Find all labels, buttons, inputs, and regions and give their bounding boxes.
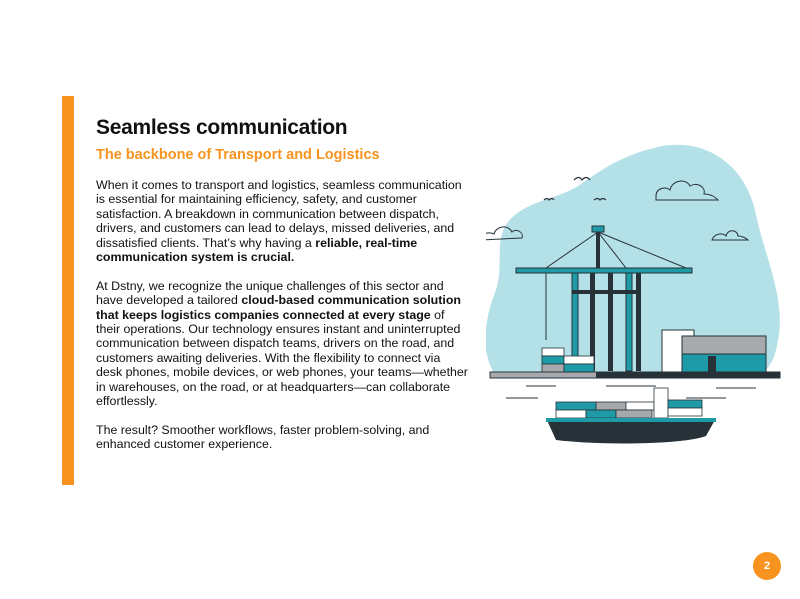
body-text: When it comes to transport and logistics…: [96, 178, 468, 466]
cloud-icon: [655, 180, 720, 201]
bird-icon: [543, 197, 555, 201]
crane-icon: [515, 225, 693, 372]
ship-icon: [546, 387, 716, 444]
bird-icon: [573, 176, 591, 182]
water-lines: [506, 385, 756, 399]
sky-blob: [486, 144, 780, 376]
paragraph-dstny: At Dstny, we recognize the unique challe…: [96, 279, 468, 409]
accent-bar: [62, 96, 74, 485]
page-number-badge: 2: [753, 552, 781, 580]
cloud-icon: [486, 226, 523, 241]
bird-icon: [593, 197, 607, 201]
paragraph-dstny-text-2: of their operations. Our technology ensu…: [96, 307, 468, 409]
paragraph-intro-bold: reliable, real-time communication system…: [96, 235, 418, 265]
paragraph-dstny-bold: cloud-based communication solution that …: [96, 293, 461, 322]
dock-containers: [541, 347, 595, 373]
page-title: Seamless communication: [96, 116, 348, 139]
warehouse-icon: [661, 329, 767, 373]
page-subtitle: The backbone of Transport and Logistics: [96, 147, 380, 163]
paragraph-dstny-text-1: At Dstny, we recognize the unique challe…: [96, 278, 444, 308]
cloud-icon: [711, 230, 750, 241]
paragraph-intro-text: When it comes to transport and logistics…: [96, 178, 462, 250]
port-illustration: [486, 144, 781, 444]
paragraph-result: The result? Smoother workflows, faster p…: [96, 422, 430, 452]
paragraph-intro: When it comes to transport and logistics…: [96, 178, 468, 264]
